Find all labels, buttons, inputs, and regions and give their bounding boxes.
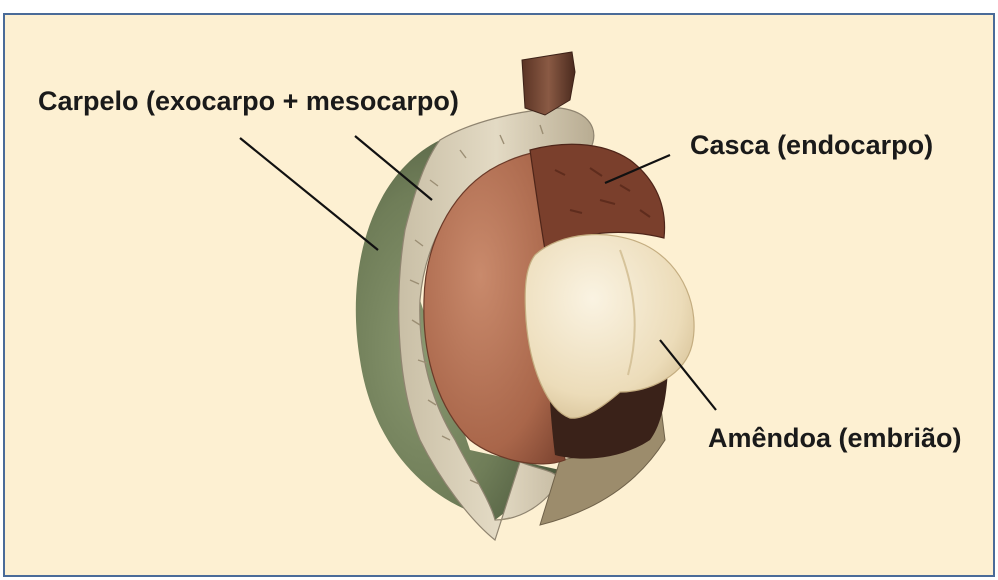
label-kernel: Amêndoa (embrião): [708, 425, 962, 452]
label-shell: Casca (endocarpo): [690, 132, 933, 159]
label-carpel: Carpelo (exocarpo + mesocarpo): [38, 88, 459, 115]
